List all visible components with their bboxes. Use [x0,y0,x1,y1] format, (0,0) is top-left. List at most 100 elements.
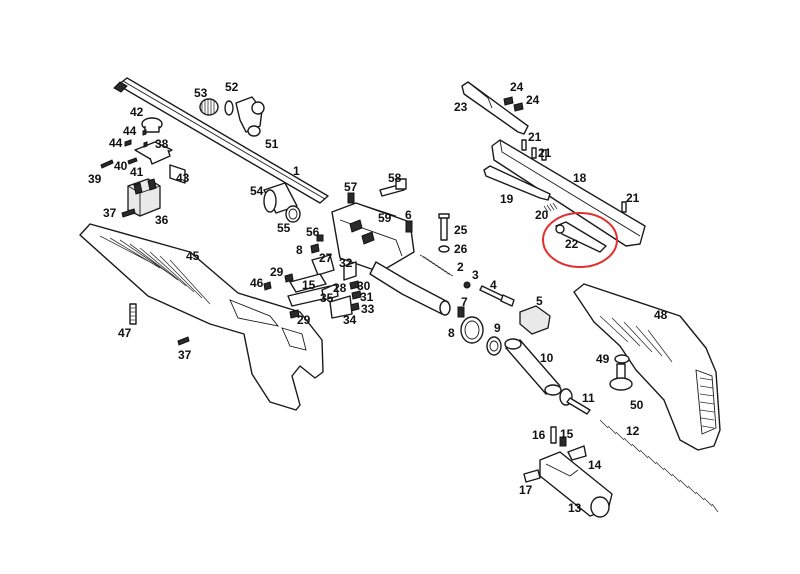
part-spring-2 [419,254,454,277]
label-part-24b: 24 [526,93,540,107]
highlight-circle [542,212,618,268]
part-screws-24 [503,96,524,112]
part-sear-28 [321,283,339,301]
label-part-45: 45 [186,249,200,263]
part-cylinder-10 [504,338,562,396]
part-screw-46 [263,281,272,291]
label-part-59: 59 [378,211,392,225]
part-labels: 1 2 3 4 5 6 7 8 9 10 11 12 13 14 15 16 1… [88,80,668,515]
part-lever-22 [555,221,607,253]
label-part-36: 36 [155,213,169,227]
part-receiver [331,202,451,316]
label-part-11: 11 [582,391,595,405]
label-part-23: 23 [454,100,468,114]
label-part-30: 30 [357,279,371,293]
part-rail-18 [491,139,646,247]
part-screw-29b [289,309,300,319]
part-spring-20 [543,202,558,213]
label-part-20: 20 [535,208,549,222]
label-part-18: 18 [573,171,587,185]
label-part-12: 12 [626,424,640,438]
label-part-58: 58 [388,171,402,185]
part-rail-19 [483,165,551,201]
part-lever-34 [329,295,353,319]
label-part-16: 16 [532,428,546,442]
label-part-49: 49 [596,352,610,366]
label-part-53: 53 [194,86,208,100]
label-part-21b: 21 [538,146,552,160]
label-part-21a: 21 [528,130,542,144]
part-spring-15b [559,436,567,447]
part-barrel [113,77,329,204]
label-part-51: 51 [265,137,279,151]
label-part-57: 57 [344,180,358,194]
part-forend-stock [79,223,324,411]
label-part-41: 41 [130,165,144,179]
label-part-38: 38 [155,137,169,151]
label-part-21c: 21 [626,191,640,205]
label-part-39: 39 [88,172,102,186]
label-part-32: 32 [339,256,353,270]
part-screw-29a [284,273,294,283]
label-part-35: 35 [320,291,334,305]
part-cylinder-54 [263,182,298,214]
label-part-55: 55 [277,221,291,235]
label-part-37a: 37 [103,206,117,220]
part-o-ring-52 [224,100,234,116]
part-knob-50 [609,363,633,391]
label-part-44a: 44 [123,124,137,138]
label-part-26: 26 [454,242,468,256]
label-part-3: 3 [472,268,479,282]
part-sight-base [127,178,161,217]
part-trigger-27 [311,254,335,276]
label-part-44b: 44 [109,136,123,150]
label-part-52: 52 [225,80,239,94]
part-pin-7 [457,306,465,318]
label-part-24a: 24 [510,80,524,94]
label-part-27: 27 [319,251,333,265]
part-washer-26 [438,245,450,253]
label-part-29b: 29 [297,313,311,327]
label-part-50: 50 [630,398,644,412]
part-screw-47 [129,303,137,325]
part-block-32 [343,261,357,281]
label-part-46: 46 [250,276,264,290]
part-screw-8a [310,243,320,254]
label-part-56: 56 [306,225,320,239]
part-sight-block [235,96,265,137]
label-part-8: 8 [448,326,455,340]
label-part-40: 40 [114,159,128,173]
label-part-13: 13 [568,501,582,515]
part-rod-11 [559,388,591,415]
part-bolt-58 [379,178,407,197]
label-part-22: 22 [565,237,579,251]
part-washer-49 [614,354,630,364]
label-part-10: 10 [540,351,554,365]
part-ball-3 [463,281,471,289]
part-ring-55 [285,205,301,223]
part-block-5 [519,305,551,335]
label-part-7: 7 [461,295,468,309]
part-screw-57 [347,192,355,204]
label-part-37b: 37 [178,348,192,362]
label-part-1: 1 [293,164,300,178]
label-part-54: 54 [250,184,264,198]
label-part-47: 47 [118,326,132,340]
label-part-28: 28 [333,281,347,295]
part-clip-14 [567,445,587,461]
part-screws-30-31-33 [349,280,362,312]
part-bolt-4 [479,285,515,307]
part-sight-clip [169,164,186,184]
part-pins-21 [521,139,627,213]
label-part-9: 9 [494,321,501,335]
part-ring-8 [460,316,484,344]
part-screw-6 [405,220,413,233]
label-part-17: 17 [519,483,533,497]
label-part-15-bolt: 15 [560,427,574,441]
label-part-6: 6 [405,208,412,222]
part-sight-knob [141,117,163,133]
label-part-4: 4 [490,278,497,292]
label-part-33: 33 [361,302,375,316]
part-small-block-17 [523,469,541,483]
